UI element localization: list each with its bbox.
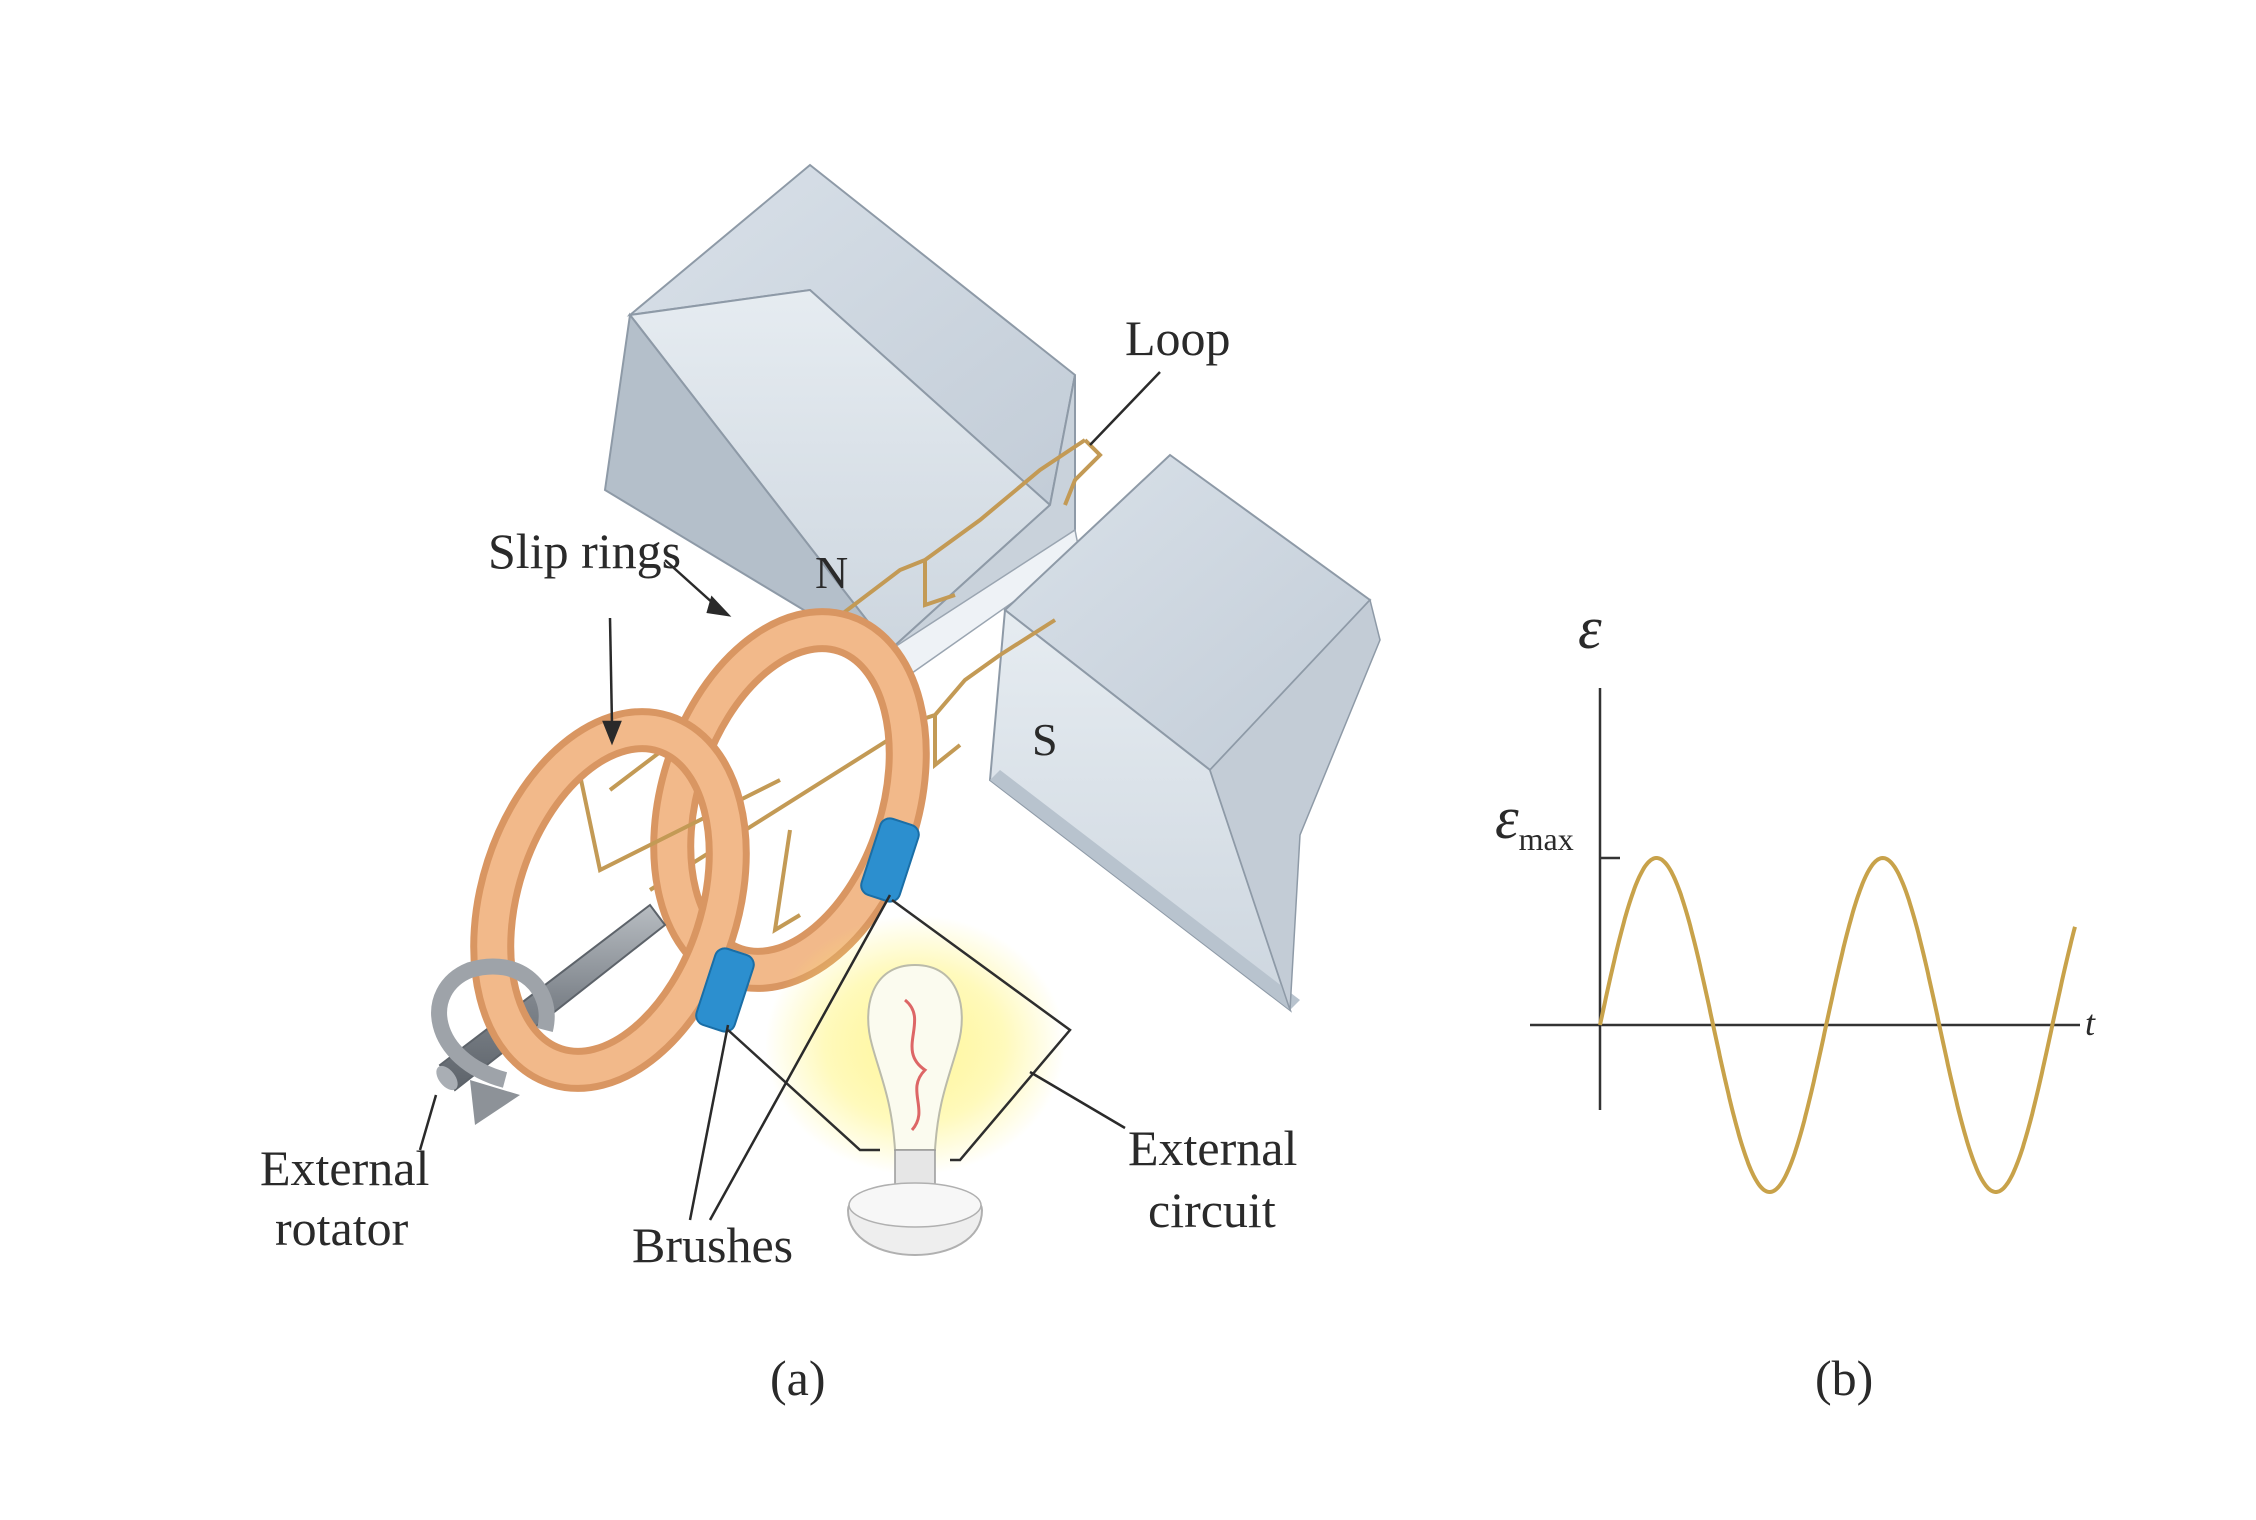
slip-rings-label: Slip rings: [488, 523, 681, 579]
brushes-label: Brushes: [632, 1217, 793, 1273]
emf-graph: ε εmax t (b): [1495, 595, 2096, 1406]
leader-lines: [418, 371, 1161, 1221]
south-magnet: [988, 453, 1381, 1013]
external-rotator-label-1: External: [260, 1140, 429, 1196]
x-axis-label: t: [2085, 1003, 2096, 1043]
generator-diagram: N S Loop Slip rings External rotator Bru…: [260, 163, 1381, 1406]
ymax-symbol: ε: [1495, 785, 1519, 851]
ymax-label: εmax: [1495, 785, 1574, 857]
external-circuit-label-2: circuit: [1148, 1182, 1276, 1238]
slip-ring-left: [470, 708, 750, 1092]
light-bulb-icon: [846, 963, 984, 1256]
ymax-subscript: max: [1519, 821, 1574, 857]
loop-wire: [608, 438, 1103, 892]
south-pole-label: S: [1032, 714, 1058, 765]
external-rotator-label-2: rotator: [275, 1200, 409, 1256]
external-circuit-wires: [727, 898, 1072, 1162]
y-axis-label: ε: [1578, 595, 1602, 661]
emf-curve: [1598, 855, 2077, 1195]
external-circuit-label-1: External: [1128, 1120, 1297, 1176]
north-pole-label: N: [815, 547, 848, 598]
loop-label: Loop: [1125, 310, 1231, 366]
caption-b: (b): [1815, 1350, 1873, 1406]
brush-left: [695, 947, 755, 1033]
brush-right: [860, 817, 920, 903]
rotation-arrow-icon: [431, 958, 555, 1125]
caption-a: (a): [770, 1350, 826, 1406]
